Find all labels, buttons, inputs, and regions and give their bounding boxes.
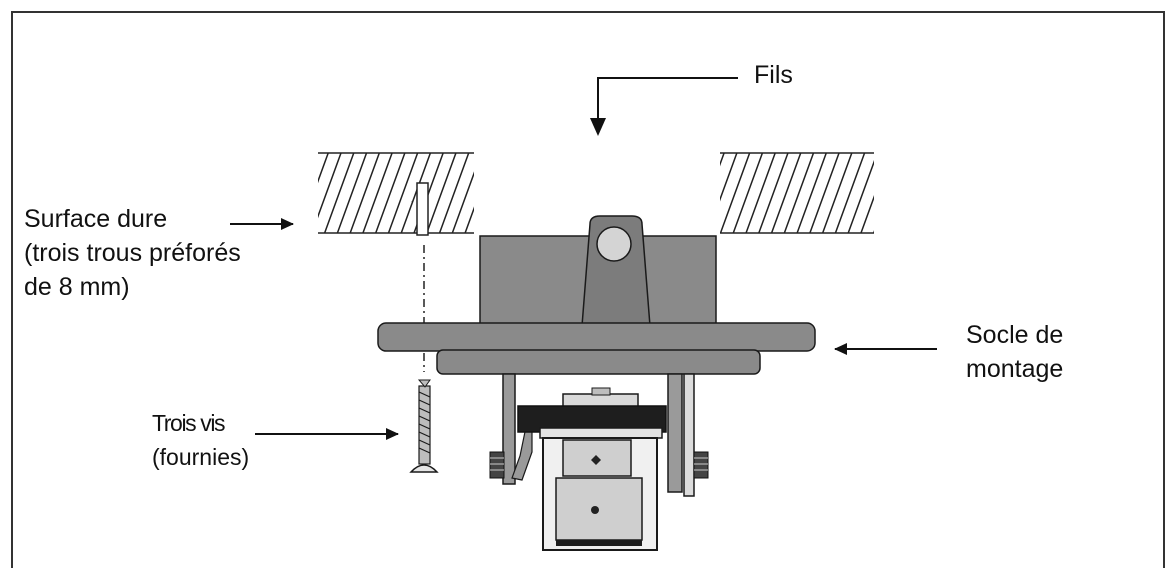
- camera-collar: [539, 427, 663, 439]
- knob-right: [693, 451, 709, 479]
- support-post-left: [502, 373, 516, 485]
- knob-left: [489, 451, 505, 479]
- support-post-right: [667, 373, 683, 493]
- hard-surface-left: [318, 152, 474, 236]
- predrilled-hole: [416, 182, 429, 236]
- hard-surface-right: [720, 152, 874, 234]
- screw: [409, 379, 439, 473]
- label-mounting-base: Socle de montage: [966, 321, 1064, 383]
- wire-entry-hole: [596, 226, 632, 262]
- wires-arrow: [590, 77, 738, 136]
- mounting-base-plate: [377, 322, 816, 352]
- label-wires: Fils: [754, 61, 793, 89]
- camera-bottom-lens: [556, 540, 642, 546]
- mounting-base-lower-plate: [436, 349, 761, 375]
- label-hard-surface: Surface dure (trois trous préforés de 8 …: [24, 205, 241, 301]
- camera-tilt-block: [555, 477, 643, 541]
- label-screws: Trois vis (fournies): [152, 410, 250, 470]
